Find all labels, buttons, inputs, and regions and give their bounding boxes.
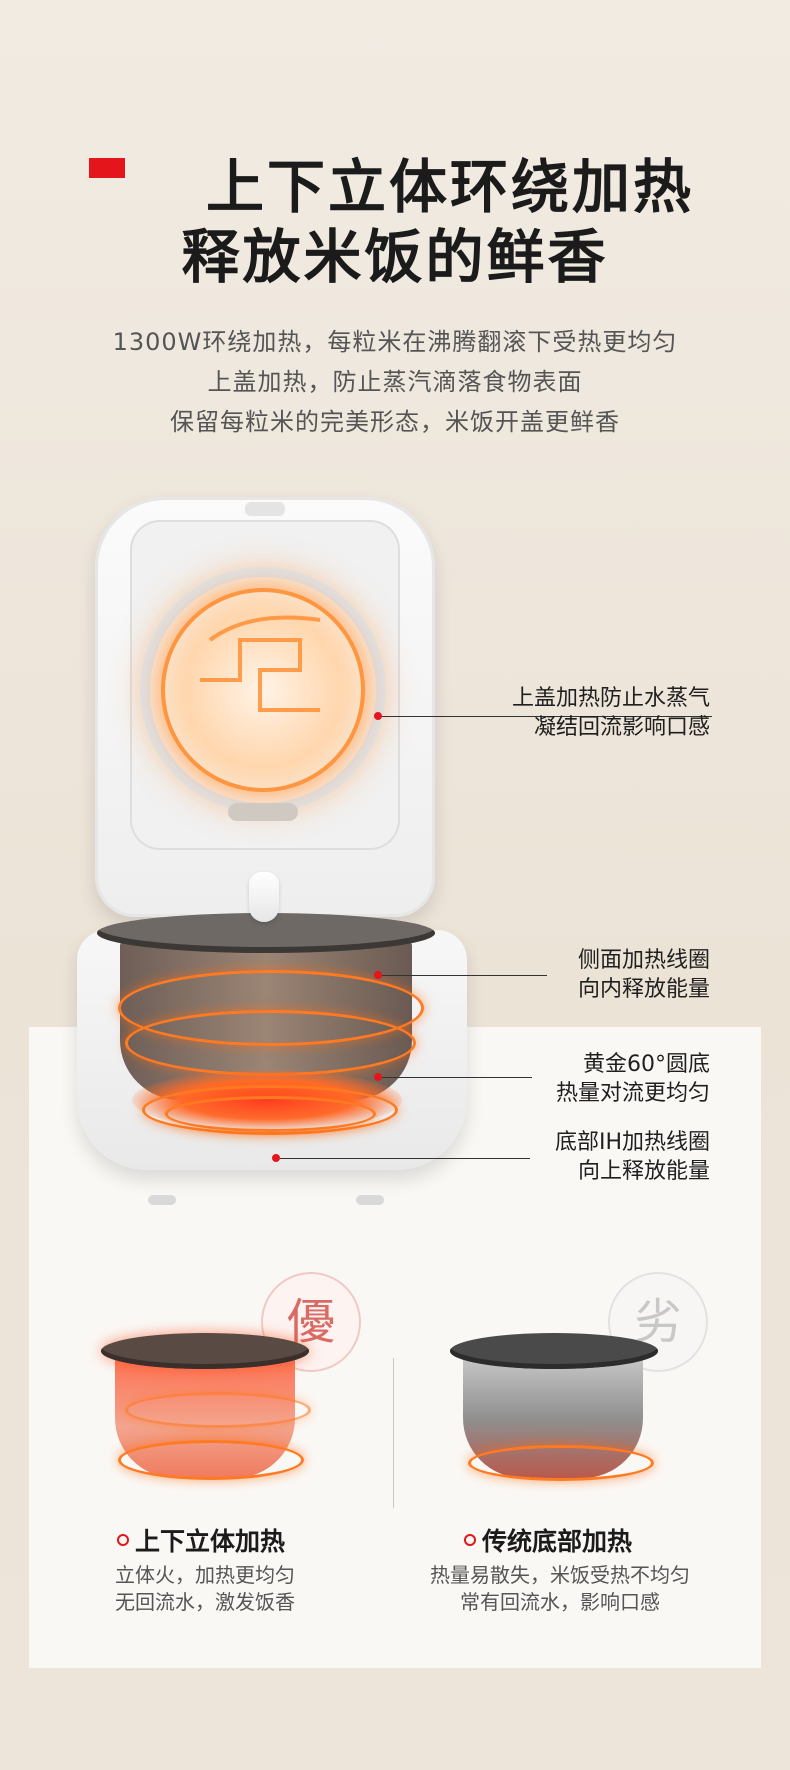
bad-heat-ring <box>468 1445 654 1481</box>
bad-stamp: 劣 <box>608 1272 708 1372</box>
good-pot-rim <box>101 1333 309 1369</box>
bullet-icon <box>117 1534 129 1546</box>
side-heat-ring <box>125 1010 416 1076</box>
description-line2: 上盖加热，防止蒸汽滴落食物表面 <box>207 368 583 396</box>
description-line3: 保留每粒米的完美形态，米饭开盖更鲜香 <box>170 408 620 436</box>
good-title: 上下立体加热 <box>117 1522 285 1558</box>
bullet-icon <box>464 1534 476 1546</box>
lid-coil-pattern <box>200 615 321 712</box>
cooker-foot <box>356 1195 384 1205</box>
callout-side-coil: 侧面加热线圈向内释放能量 <box>577 948 710 1002</box>
callout-round-bottom: 黄金60°圆底热量对流更均匀 <box>555 1052 710 1106</box>
bottom-heat-ring <box>165 1096 376 1132</box>
lid-handle <box>228 803 298 821</box>
good-heat-ring <box>118 1440 304 1480</box>
good-description: 立体火，加热更均匀无回流水，激发饭香 <box>115 1563 295 1614</box>
bottom-heat-ring <box>142 1085 398 1135</box>
callout-line <box>382 975 547 976</box>
callout-line <box>382 1077 532 1078</box>
callout-dot <box>374 1073 382 1081</box>
lid-slot <box>245 502 285 516</box>
bad-title: 传统底部加热 <box>464 1522 632 1558</box>
bad-pot-rim <box>450 1333 658 1369</box>
callout-line <box>280 1158 530 1159</box>
title-accent-bar <box>89 158 125 178</box>
callout-dot <box>374 971 382 979</box>
callout-dot <box>374 712 382 720</box>
cooker-foot <box>148 1195 176 1205</box>
description-line1: 1300W环绕加热，每粒米在沸腾翻滚下受热更均匀 <box>112 328 678 356</box>
callout-lid-heating: 上盖加热防止水蒸气凝结回流影响口感 <box>511 686 710 740</box>
bad-description: 热量易散失，米饭受热不均匀常有回流水，影响口感 <box>430 1563 690 1614</box>
steam-valve <box>249 872 279 922</box>
lid-heating-plate <box>140 567 386 813</box>
page-title-line2: 释放米饭的鲜香 <box>181 223 609 291</box>
comparison-divider <box>393 1358 394 1508</box>
page-title-line1: 上下立体环绕加热 <box>205 153 694 221</box>
callout-dot <box>272 1154 280 1162</box>
callout-bottom-ih-coil: 底部IH加热线圈向上释放能量 <box>554 1130 710 1184</box>
good-heat-ring <box>125 1392 311 1428</box>
callout-line <box>382 716 712 717</box>
